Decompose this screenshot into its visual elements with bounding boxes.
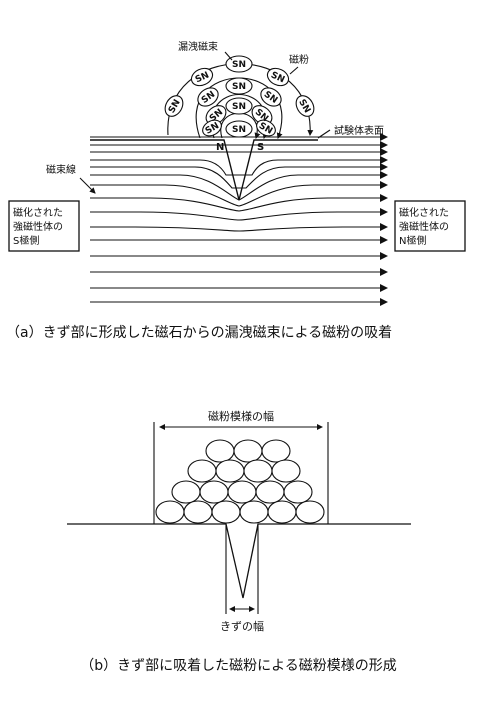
particle: [225, 55, 253, 73]
flux-line: [90, 194, 388, 212]
diagram-a: [8, 51, 466, 306]
flux-line: [90, 181, 388, 207]
powder-particle: [215, 459, 245, 483]
particle: [225, 120, 253, 138]
flaw-width-label: きずの幅: [220, 620, 264, 633]
powder-particle: [187, 459, 217, 483]
powder-particle: [255, 480, 285, 504]
particle: [266, 67, 290, 87]
powder-particle: [233, 439, 263, 463]
pointer-test-surface: [317, 129, 331, 139]
powder-particle: [183, 500, 213, 524]
magnetic-powder-label: 磁粉: [289, 53, 309, 66]
particle: [225, 97, 253, 115]
powder-particle: [227, 480, 257, 504]
particle: [225, 77, 253, 95]
particle: [295, 95, 315, 117]
caption-b: （b）きず部に吸着した磁粉による磁粉模様の形成: [80, 658, 397, 674]
leakage-flux-label: 漏洩磁束: [178, 40, 218, 53]
powder-particle: [261, 439, 291, 463]
particle-pole-label: SN: [232, 60, 246, 70]
right-pole-box: [394, 200, 466, 252]
left-box-line: 強磁性体の: [13, 220, 63, 233]
flux-lines: [90, 133, 388, 306]
powder-pattern: [155, 439, 325, 524]
powder-particle: [155, 500, 185, 524]
diagram-b: [67, 422, 411, 614]
flaw-s-pole-label: S: [257, 142, 264, 153]
powder-particle: [199, 480, 229, 504]
specimen-surface-with-flaw: [67, 523, 411, 599]
test-surface-with-flaw: [90, 139, 318, 201]
particle: [197, 87, 219, 107]
left-box-line: S極側: [13, 234, 39, 247]
right-box-line: N極側: [399, 234, 426, 247]
pointer-powder: [289, 66, 299, 75]
particle: [256, 119, 276, 137]
pointer-leakage-flux: [224, 51, 233, 61]
left-pole-box: [8, 200, 80, 252]
left-pole-box-text: 磁化された 強磁性体の S極側: [13, 206, 63, 247]
flux-line: [90, 163, 388, 189]
left-box-line: 磁化された: [13, 206, 63, 219]
powder-particle: [243, 459, 273, 483]
test-surface-label: 試験体表面: [334, 124, 384, 137]
particle: [164, 95, 184, 117]
powder-particle: [171, 480, 201, 504]
right-pole-box-text: 磁化された 強磁性体の N極側: [399, 206, 449, 247]
flux-line-label: 磁束線: [46, 163, 76, 176]
flux-line: [90, 223, 388, 232]
flaw-n-pole-label: N: [216, 142, 224, 153]
particle-pole-label: SN: [232, 125, 246, 135]
powder-particle: [271, 459, 301, 483]
flux-line: [90, 156, 388, 176]
caption-a: （a）きず部に形成した磁石からの漏洩磁束による磁粉の吸着: [6, 325, 393, 341]
powder-particle: [211, 500, 241, 524]
particle: [190, 67, 214, 87]
powder-particle: [295, 500, 325, 524]
powder-particle: [205, 439, 235, 463]
powder-particle: [267, 500, 297, 524]
flux-line: [90, 208, 388, 221]
pattern-width-label: 磁粉模様の幅: [208, 409, 274, 423]
particle: [260, 87, 282, 107]
magnetic-particles: [164, 55, 315, 138]
right-box-line: 強磁性体の: [399, 220, 449, 233]
powder-particle: [239, 500, 269, 524]
pointer-flux-line: [79, 177, 96, 194]
particle-pole-label: SN: [232, 82, 246, 92]
particle: [202, 119, 222, 137]
particle-pole-label: SN: [232, 102, 246, 112]
powder-particle: [283, 480, 313, 504]
right-box-line: 磁化された: [399, 206, 449, 219]
